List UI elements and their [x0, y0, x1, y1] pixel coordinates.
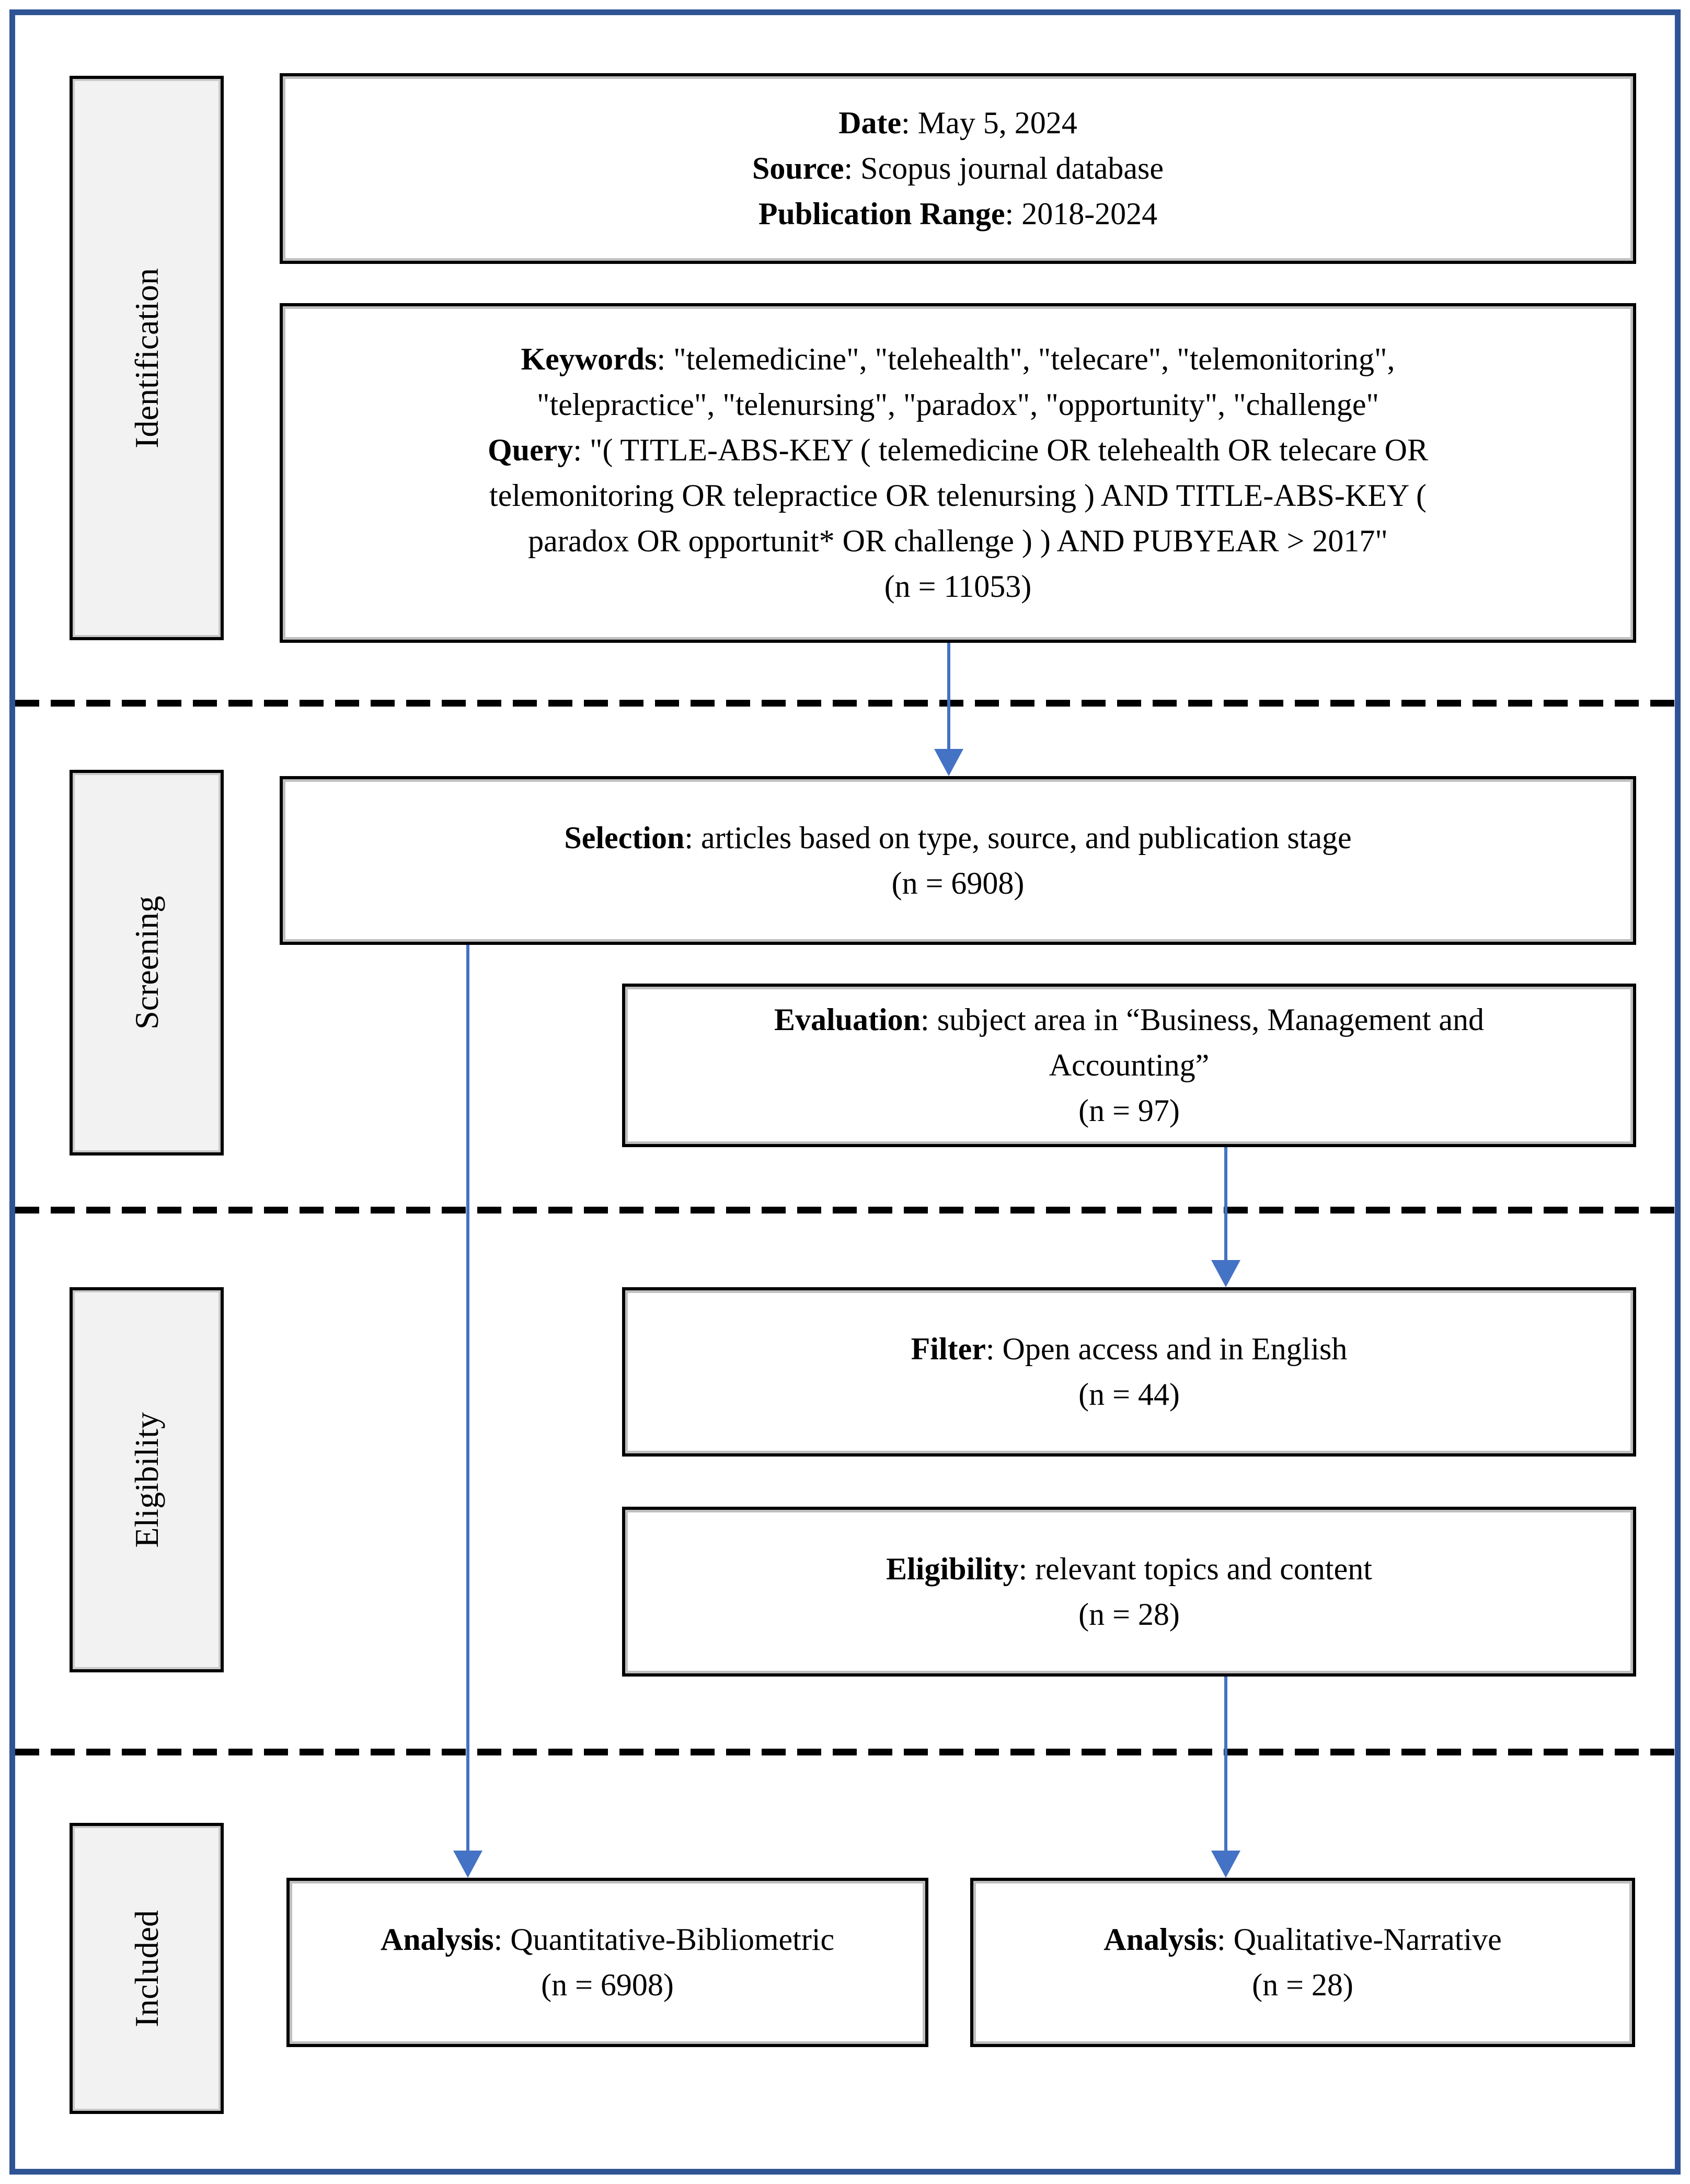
selection-label: Selection: [564, 820, 685, 855]
evaluation-box: Evaluation: subject area in “Business, M…: [622, 984, 1636, 1147]
stage-box-screening: Screening: [70, 770, 224, 1155]
connector-selection-to-bibliometric-line: [466, 945, 469, 1851]
keywords-query-box: Keywords: "telemedicine", "telehealth", …: [280, 303, 1636, 643]
stage-label-eligibility: Eligibility: [128, 1412, 165, 1548]
keywords-line-2: "telepractice", "telenursing", "paradox"…: [536, 387, 1379, 422]
keywords-line-1: Keywords: "telemedicine", "telehealth", …: [304, 337, 1612, 382]
query-text-1: : "( TITLE-ABS-KEY ( telemedicine OR tel…: [573, 433, 1428, 467]
selection-count: (n = 6908): [891, 865, 1025, 900]
info-pubrange-value: : 2018-2024: [1005, 197, 1158, 231]
analysis-narrative-label: Analysis: [1103, 1922, 1217, 1957]
analysis-bibliometric-count: (n = 6908): [541, 1968, 674, 2002]
connector-keywords-to-selection-arrowhead: [934, 749, 963, 776]
filter-box: Filter: Open access and in English (n = …: [622, 1287, 1636, 1457]
dashed-separator-2: [15, 1207, 1675, 1214]
stage-box-identification: Identification: [70, 76, 224, 640]
evaluation-count: (n = 97): [1078, 1093, 1180, 1128]
connector-keywords-to-selection-line: [947, 643, 950, 749]
stage-box-included: Included: [70, 1823, 224, 2114]
info-date-label: Date: [838, 106, 902, 140]
dashed-separator-1: [15, 700, 1675, 707]
analysis-narrative-count: (n = 28): [1252, 1968, 1353, 2002]
info-pubrange-label: Publication Range: [758, 197, 1005, 231]
query-label: Query: [488, 433, 573, 467]
eligibility-count: (n = 28): [1078, 1597, 1180, 1632]
source-info-box: Date: May 5, 2024 Source: Scopus journal…: [280, 73, 1636, 264]
info-line-pubrange: Publication Range: 2018-2024: [304, 191, 1612, 237]
evaluation-line-1: Evaluation: subject area in “Business, M…: [646, 997, 1612, 1043]
analysis-bibliometric-line: Analysis: Quantitative-Bibliometric: [311, 1917, 904, 1962]
stage-label-identification: Identification: [128, 268, 165, 448]
stage-label-screening: Screening: [128, 896, 165, 1030]
connector-evaluation-to-filter-line: [1224, 1147, 1227, 1260]
query-line-2: telemonitoring OR telepractice OR telenu…: [489, 478, 1427, 513]
analysis-narrative-text: : Qualitative-Narrative: [1217, 1922, 1502, 1957]
filter-label: Filter: [911, 1332, 986, 1366]
selection-box: Selection: articles based on type, sourc…: [280, 776, 1636, 945]
evaluation-line-2: Accounting”: [1049, 1048, 1210, 1082]
eligibility-label: Eligibility: [886, 1551, 1019, 1586]
keywords-text-1: : "telemedicine", "telehealth", "telecar…: [657, 342, 1395, 376]
info-line-source: Source: Scopus journal database: [304, 146, 1612, 191]
stage-box-eligibility: Eligibility: [70, 1287, 224, 1672]
dashed-separator-3: [15, 1749, 1675, 1755]
info-line-date: Date: May 5, 2024: [304, 100, 1612, 146]
query-line-1: Query: "( TITLE-ABS-KEY ( telemedicine O…: [304, 427, 1612, 473]
eligibility-line: Eligibility: relevant topics and content: [646, 1546, 1612, 1592]
evaluation-label: Evaluation: [774, 1002, 921, 1037]
filter-count: (n = 44): [1078, 1377, 1180, 1412]
analysis-bibliometric-label: Analysis: [380, 1922, 494, 1957]
outer-frame: [9, 9, 1681, 2175]
analysis-bibliometric-text: : Quantitative-Bibliometric: [493, 1922, 835, 1957]
info-source-label: Source: [752, 151, 844, 186]
selection-line: Selection: articles based on type, sourc…: [304, 815, 1612, 861]
stage-label-included: Included: [128, 1910, 165, 2027]
keywords-label: Keywords: [521, 342, 657, 376]
connector-eligibility-to-narrative-arrowhead: [1211, 1851, 1240, 1878]
info-date-value: : May 5, 2024: [901, 106, 1077, 140]
analysis-narrative-line: Analysis: Qualitative-Narrative: [994, 1917, 1611, 1962]
keywords-count: (n = 11053): [884, 569, 1032, 604]
filter-text: : Open access and in English: [985, 1332, 1348, 1366]
eligibility-box: Eligibility: relevant topics and content…: [622, 1507, 1636, 1677]
filter-line: Filter: Open access and in English: [646, 1326, 1612, 1372]
connector-evaluation-to-filter-arrowhead: [1211, 1260, 1240, 1287]
query-line-3: paradox OR opportunit* OR challenge ) ) …: [528, 524, 1388, 558]
selection-text: : articles based on type, source, and pu…: [684, 820, 1352, 855]
connector-selection-to-bibliometric-arrowhead: [453, 1851, 482, 1878]
analysis-narrative-box: Analysis: Qualitative-Narrative (n = 28): [970, 1878, 1635, 2047]
analysis-bibliometric-box: Analysis: Quantitative-Bibliometric (n =…: [286, 1878, 928, 2047]
evaluation-text: : subject area in “Business, Management …: [921, 1002, 1485, 1037]
connector-eligibility-to-narrative-line: [1224, 1677, 1227, 1851]
info-source-value: : Scopus journal database: [844, 151, 1164, 186]
eligibility-text: : relevant topics and content: [1018, 1551, 1372, 1586]
